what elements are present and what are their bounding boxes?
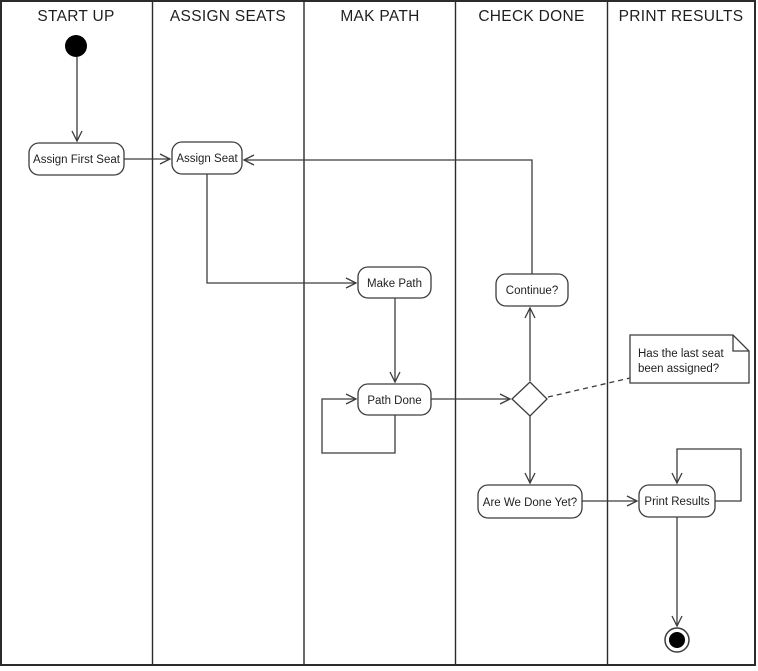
note-shape xyxy=(629,334,750,384)
activity-assign-first-seat-label: Assign First Seat xyxy=(33,154,121,166)
activity-make-path-label: Make Path xyxy=(367,278,422,290)
edge-continue-to-assign-seat xyxy=(242,154,533,274)
activity-path-done xyxy=(357,383,432,416)
activity-continue xyxy=(495,273,569,307)
lane-header-mak-path: MAK PATH xyxy=(340,8,419,25)
activity-continue-label: Continue? xyxy=(506,285,558,297)
edge-assign-seat-to-make-path xyxy=(206,174,358,289)
activity-are-we-done-yet-label: Are We Done Yet? xyxy=(483,497,577,509)
activity-assign-seat-label: Assign Seat xyxy=(176,153,238,165)
activity-make-path xyxy=(357,266,432,299)
activity-print-results xyxy=(638,484,716,518)
note-text-line-1: Has the last seat xyxy=(638,348,724,360)
lane-header-check-done: CHECK DONE xyxy=(478,8,584,25)
lane-header-print-results: PRINT RESULTS xyxy=(619,8,744,25)
decision-diamond xyxy=(511,381,548,417)
activity-assign-seat xyxy=(171,141,243,175)
note-text-line-2: been assigned? xyxy=(638,363,719,375)
edge-note-attachment xyxy=(547,377,631,398)
lane-header-start-up: START UP xyxy=(37,8,114,25)
initial-node xyxy=(65,35,87,57)
edge-path-done-self-loop xyxy=(321,393,396,454)
activity-are-we-done-yet xyxy=(477,484,583,519)
lane-header-assign-seats: ASSIGN SEATS xyxy=(170,8,286,25)
activity-print-results-label: Print Results xyxy=(644,496,709,508)
edge-print-results-self-loop xyxy=(671,448,742,502)
activity-assign-first-seat xyxy=(28,142,125,176)
note-fold-icon xyxy=(732,335,749,352)
activity-path-done-label: Path Done xyxy=(367,395,421,407)
final-node xyxy=(669,632,685,648)
